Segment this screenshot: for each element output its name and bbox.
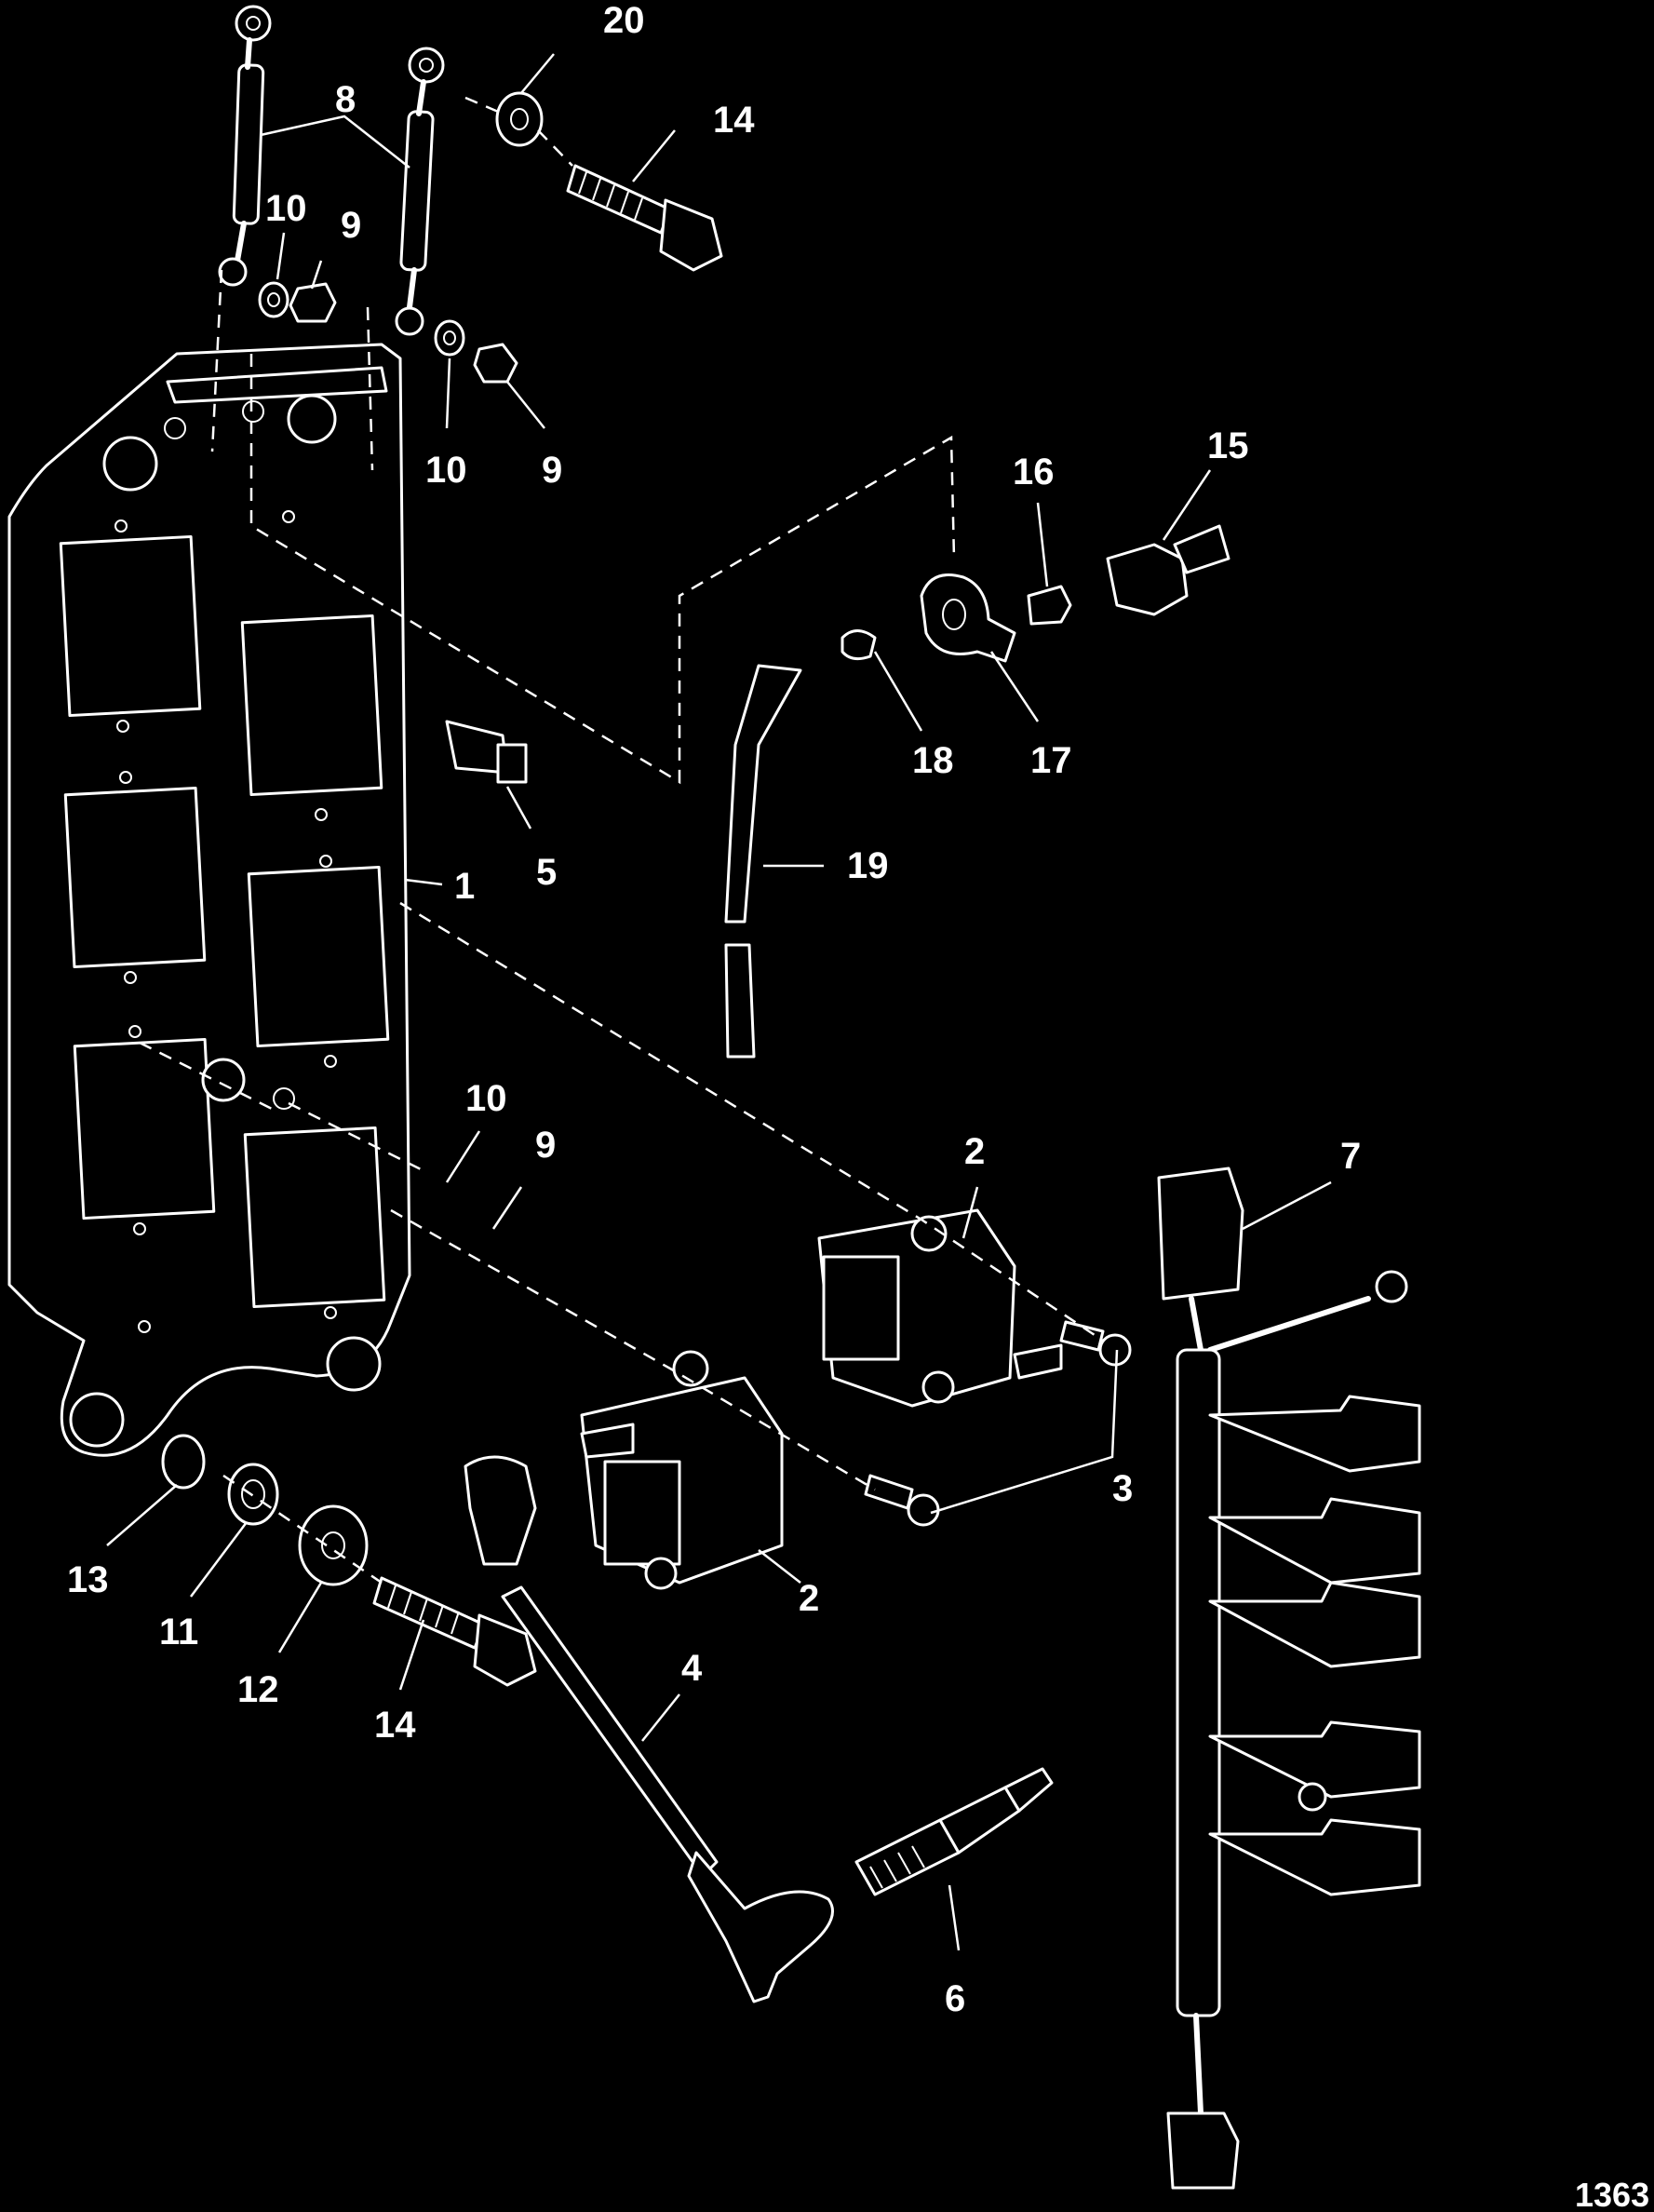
coil-bolts (864, 1320, 1132, 1527)
callout-label: 3 (1112, 1468, 1133, 1509)
upper-washer-and-bolt (495, 91, 723, 272)
callout-label: 9 (341, 205, 361, 246)
callout-label: 2 (964, 1131, 985, 1172)
callout-label: 12 (237, 1669, 279, 1710)
callout-label: 4 (681, 1648, 703, 1689)
callout-label: 11 (159, 1612, 198, 1652)
callout-label: 10 (465, 1078, 507, 1119)
figure-number: 1363 (1575, 2176, 1649, 2212)
mounting-plate (7, 343, 411, 1457)
callout-label: 8 (335, 79, 356, 120)
callout-label: 9 (542, 450, 562, 491)
callout-label: 7 (1340, 1136, 1361, 1177)
ignition-coil-lower (580, 1350, 784, 1590)
callout-label: 10 (425, 450, 467, 491)
callout-label: 5 (536, 852, 557, 893)
callout-label: 6 (945, 1978, 965, 2019)
callout-labels: 20 8 14 10 9 10 9 16 15 18 17 5 19 1 10 … (67, 0, 1649, 2212)
callout-label: 14 (374, 1705, 416, 1746)
spark-plug (854, 1767, 1054, 1896)
callout-label: 19 (847, 845, 889, 886)
callout-label: 9 (535, 1125, 556, 1166)
spark-plug-lead (464, 1455, 834, 2003)
lower-mount-hardware (161, 1434, 537, 1687)
callout-label: 16 (1013, 452, 1055, 492)
callout-label: 15 (1207, 425, 1249, 466)
upper-washers-and-nuts (258, 281, 518, 384)
sensor-and-fittings (445, 524, 1230, 1059)
callout-label: 17 (1030, 740, 1072, 781)
callout-label: 20 (603, 0, 645, 41)
wiring-harness (1157, 1167, 1421, 2190)
callout-label: 14 (713, 100, 755, 141)
callout-label: 13 (67, 1559, 109, 1600)
callout-label: 2 (799, 1578, 819, 1619)
callout-label: 18 (912, 740, 954, 781)
leader-lines (106, 53, 1332, 1951)
callout-label: 10 (265, 188, 307, 229)
assembly-lines (139, 96, 1104, 1585)
callout-label: 1 (454, 866, 475, 907)
ignition-coil-upper (817, 1208, 1063, 1408)
ground-straps (218, 5, 445, 336)
